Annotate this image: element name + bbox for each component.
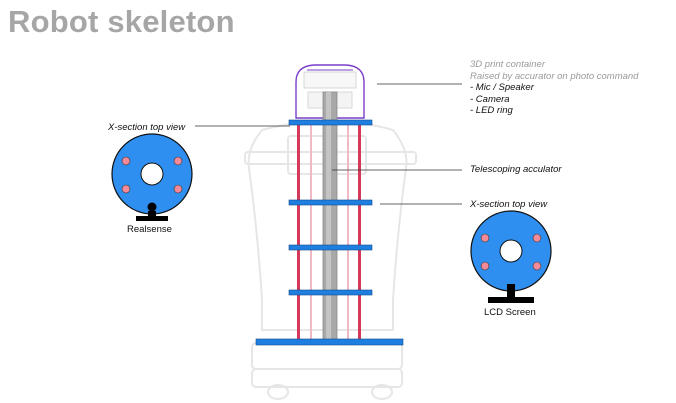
shelf bbox=[288, 199, 373, 206]
lcd-screen-label: LCD Screen bbox=[484, 307, 536, 318]
container-label-line1: 3D print container bbox=[470, 59, 545, 70]
left-cross-section bbox=[111, 133, 193, 221]
container-label-line2: Raised by accurator on photo command bbox=[470, 70, 639, 82]
lcd-mount bbox=[507, 284, 515, 298]
lcd-screen bbox=[488, 297, 534, 303]
shelf bbox=[288, 244, 373, 251]
container-item: - LED ring bbox=[470, 105, 513, 116]
realsense-sensor bbox=[147, 202, 157, 212]
xsection-right-label: X-section top view bbox=[470, 199, 548, 210]
shelf bbox=[288, 289, 373, 296]
realsense-label: Realsense bbox=[127, 224, 172, 235]
shelves bbox=[255, 119, 404, 346]
container-item: - Mic / Speaker bbox=[470, 82, 534, 93]
print-container-dome bbox=[295, 64, 365, 119]
vertical-rods bbox=[297, 125, 361, 341]
shelf bbox=[255, 338, 404, 346]
right-cross-section bbox=[470, 210, 552, 303]
xsection-left-label: X-section top view bbox=[108, 122, 186, 133]
container-annotation: 3D print container Raised by accurator o… bbox=[470, 59, 638, 117]
leader-lines bbox=[195, 83, 462, 205]
page-title: Robot skeleton bbox=[8, 4, 235, 39]
shelf bbox=[288, 119, 373, 126]
telescoping-label: Telescoping acculator bbox=[470, 164, 562, 175]
container-item: - Camera bbox=[470, 93, 510, 105]
